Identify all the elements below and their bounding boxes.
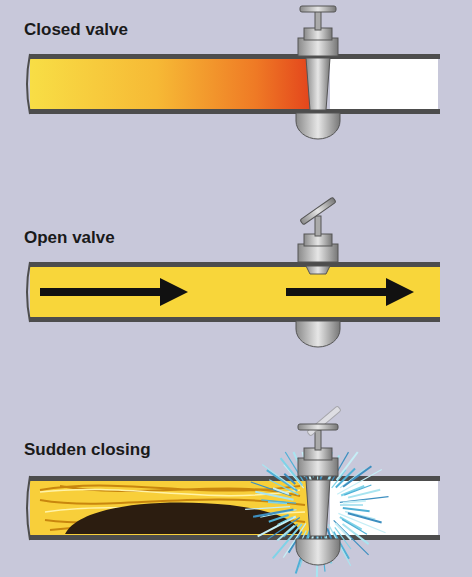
burst-ray	[253, 509, 293, 516]
burst-ray	[245, 507, 290, 510]
burst-ray	[338, 513, 385, 532]
burst-ray	[348, 513, 382, 522]
burst-rays	[245, 452, 388, 577]
burst-ray	[284, 524, 298, 537]
burst-ray	[340, 497, 389, 503]
burst-ray	[269, 515, 289, 522]
panel-label: Sudden closing	[24, 440, 151, 460]
burst-ray	[261, 500, 296, 503]
panel-label: Open valve	[24, 228, 115, 248]
burst-ray	[343, 508, 370, 511]
burst-ray	[277, 525, 294, 540]
burst-ray	[348, 490, 380, 498]
burst-ray	[340, 504, 363, 505]
burst-ray	[251, 482, 292, 496]
burst-ray	[343, 501, 366, 503]
burst-ray	[262, 464, 295, 488]
panel-label: Closed valve	[24, 20, 128, 40]
sudden-closing-pipe	[27, 406, 440, 577]
open-valve-pipe	[27, 197, 440, 347]
